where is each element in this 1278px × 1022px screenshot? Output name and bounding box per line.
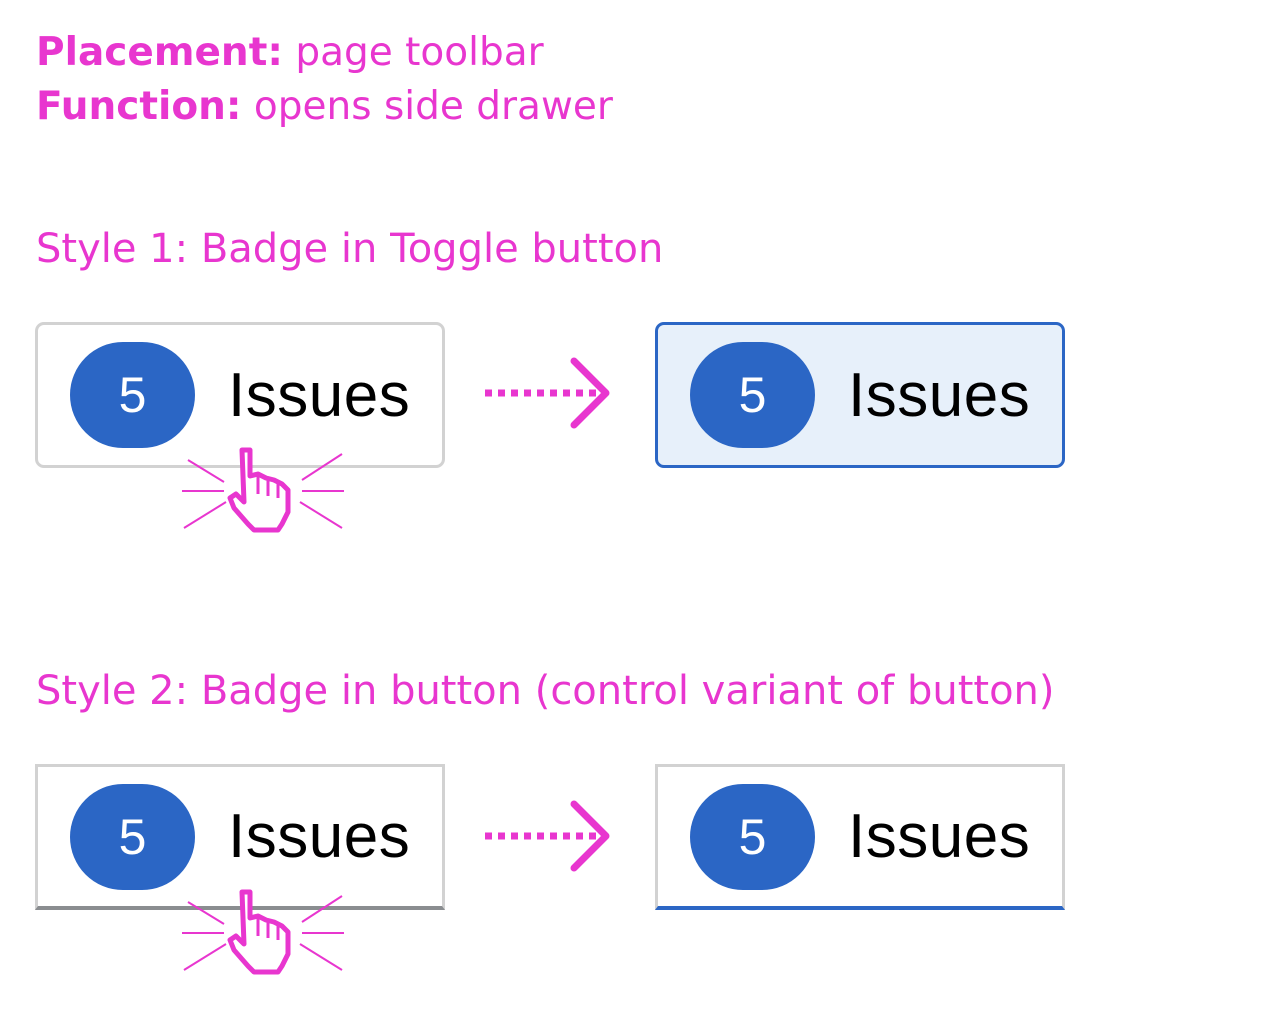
issues-count-badge: 5 [70,342,195,448]
style-1-title: Style 1: Badge in Toggle button [36,226,664,272]
dotted-arrow-right-icon [485,800,610,872]
issues-toggle-button-selected[interactable]: 5 Issues [655,322,1065,468]
issues-count-badge: 5 [690,783,815,890]
placement-annotation: Placement: page toolbar [36,26,544,80]
dotted-arrow-right-icon [485,357,610,429]
issues-toggle-button[interactable]: 5 Issues [35,322,445,468]
placement-value: page toolbar [295,30,544,75]
pointer-hand-click-icon [182,447,344,533]
function-value: opens side drawer [253,84,613,129]
issues-control-button-selected[interactable]: 5 Issues [655,764,1065,910]
issues-button-label: Issues [848,360,1031,430]
function-annotation: Function: opens side drawer [36,80,613,134]
style-2-title: Style 2: Badge in button (control varian… [36,668,1055,714]
issues-button-label: Issues [848,802,1031,871]
issues-button-label: Issues [228,360,411,430]
function-label: Function: [36,84,242,129]
issues-control-button[interactable]: 5 Issues [35,764,445,910]
issues-count-badge: 5 [690,342,815,448]
placement-label: Placement: [36,30,283,75]
issues-count-badge: 5 [70,783,195,890]
pointer-hand-click-icon [182,889,344,975]
issues-button-label: Issues [228,802,411,871]
